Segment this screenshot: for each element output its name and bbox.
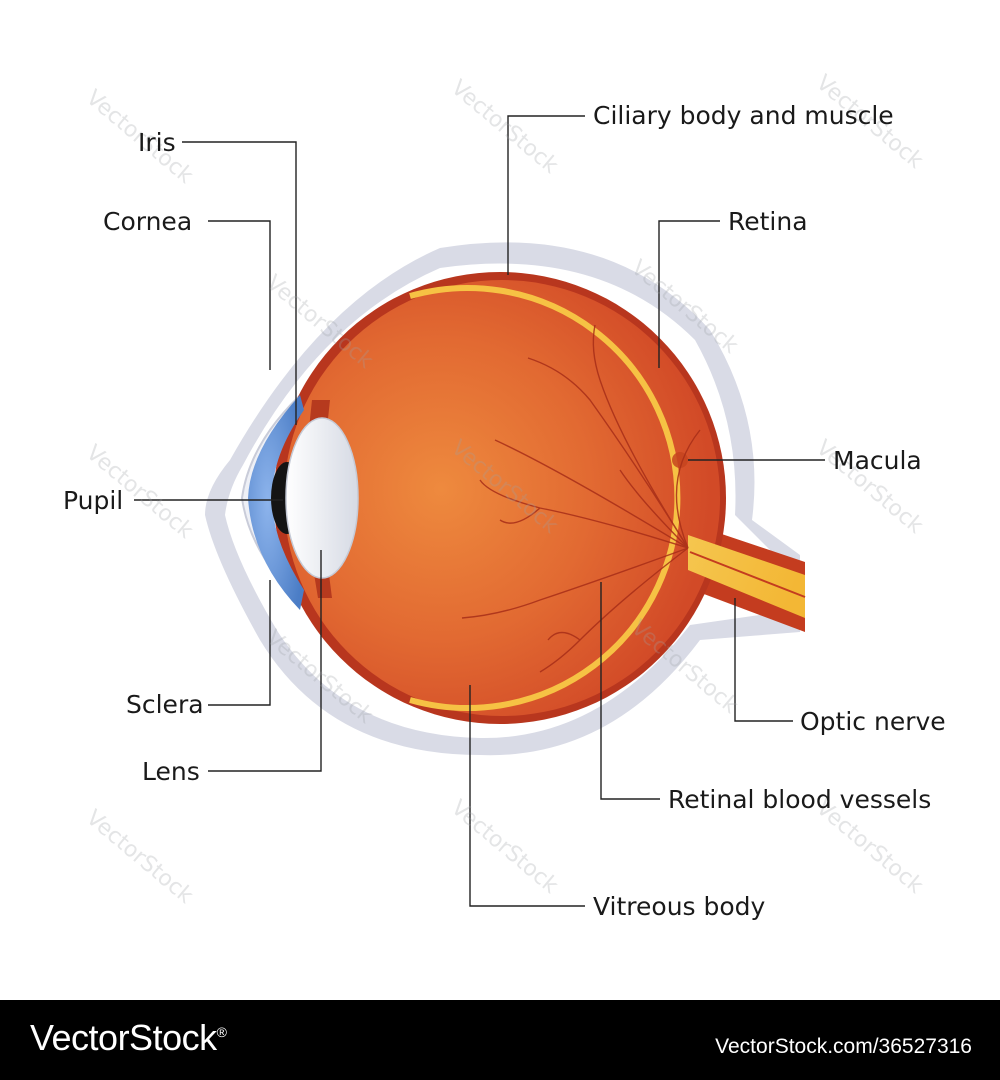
label-optic-nerve: Optic nerve [800, 707, 946, 736]
watermark: VectorStock [446, 75, 563, 179]
leader-cornea [208, 220, 271, 370]
vitreous-body-shape [284, 280, 720, 716]
leader-retinal-vessels [600, 582, 660, 800]
leader-retina [658, 220, 720, 368]
watermarks: VectorStock VectorStock VectorStock Vect… [81, 70, 928, 909]
leader-lines [134, 115, 825, 907]
label-vitreous-body: Vitreous body [593, 892, 766, 921]
iris [248, 395, 304, 610]
label-iris: Iris [138, 128, 176, 157]
lens [285, 417, 359, 579]
label-pupil: Pupil [63, 486, 124, 515]
leader-iris [182, 141, 297, 425]
label-macula: Macula [833, 446, 922, 475]
leader-lens [208, 550, 322, 772]
footer-logo-text: VectorStock [30, 1017, 217, 1058]
optic-nerve-vessel [689, 551, 806, 598]
leader-vitreous [469, 685, 585, 907]
label-sclera: Sclera [126, 690, 204, 719]
retinal-blood-vessels [461, 324, 701, 673]
eye-illustration: VectorStock VectorStock VectorStock Vect… [81, 70, 928, 909]
eye-anatomy-diagram: VectorStock VectorStock VectorStock Vect… [63, 70, 946, 921]
footer-logo: VectorStock® [30, 1017, 227, 1058]
leader-optic-nerve [734, 598, 793, 722]
watermark: VectorStock [81, 805, 198, 909]
leader-ciliary [507, 115, 585, 275]
footer-image-id: VectorStock.com/36527316 [715, 1035, 972, 1058]
label-lens: Lens [142, 757, 200, 786]
label-retina: Retina [728, 207, 808, 236]
leader-sclera [208, 580, 271, 706]
stock-footer-bar: VectorStock® VectorStock.com/36527316 [0, 1000, 1000, 1080]
label-ciliary-body: Ciliary body and muscle [593, 101, 894, 130]
label-cornea: Cornea [103, 207, 193, 236]
label-retinal-blood-vessels: Retinal blood vessels [668, 785, 932, 814]
watermark: VectorStock [446, 795, 563, 899]
optic-nerve [688, 535, 805, 618]
retina-layer [409, 285, 681, 711]
registered-mark: ® [216, 1024, 227, 1040]
